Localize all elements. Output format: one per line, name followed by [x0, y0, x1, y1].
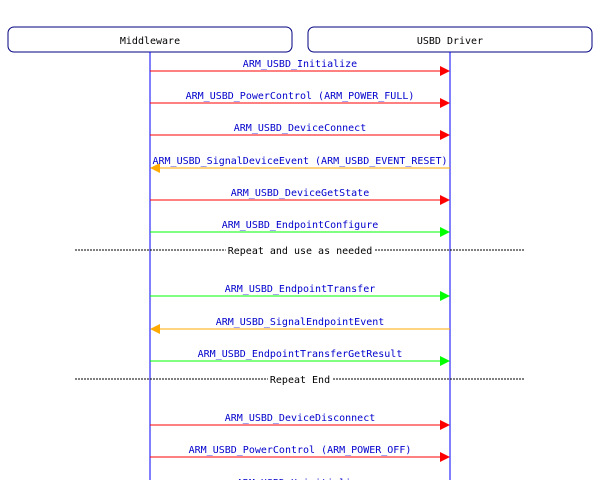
message-label: ARM_USBD_PowerControl (ARM_POWER_FULL) — [186, 91, 415, 102]
message: ARM_USBD_SignalEndpointEvent — [150, 317, 450, 334]
participant-driver: USBD Driver — [307, 26, 593, 53]
message-arrowhead — [440, 195, 450, 205]
message: ARM_USBD_EndpointTransfer — [150, 284, 450, 301]
participant-middleware: Middleware — [7, 26, 293, 53]
message-label: ARM_USBD_EndpointTransfer — [225, 284, 376, 295]
message-label: ARM_USBD_SignalEndpointEvent — [216, 317, 385, 328]
repeat-separator: Repeat and use as needed — [75, 246, 525, 257]
message-label: ARM_USBD_Initialize — [243, 59, 357, 70]
message-label: ARM_USBD_DeviceDisconnect — [225, 413, 376, 424]
message: ARM_USBD_Uninitialize — [237, 478, 363, 480]
separator-label-bg — [225, 246, 375, 257]
message-arrowhead — [440, 98, 450, 108]
message-label: ARM_USBD_SignalDeviceEvent (ARM_USBD_EVE… — [152, 156, 447, 167]
message-label: ARM_USBD_DeviceGetState — [231, 188, 369, 199]
message-arrowhead — [440, 452, 450, 462]
message-arrowhead — [440, 130, 450, 140]
separator-label: Repeat End — [270, 375, 330, 386]
message: ARM_USBD_EndpointTransferGetResult — [150, 349, 450, 366]
message-arrowhead — [150, 324, 160, 334]
message: ARM_USBD_DeviceConnect — [150, 123, 450, 140]
repeat-separator: Repeat End — [75, 375, 525, 386]
message: ARM_USBD_PowerControl (ARM_POWER_FULL) — [150, 91, 450, 108]
participant-driver-label: USBD Driver — [417, 36, 483, 47]
separator-label: Repeat and use as needed — [228, 246, 373, 257]
message-arrowhead — [440, 66, 450, 76]
separator-label-bg — [267, 375, 333, 386]
message: ARM_USBD_PowerControl (ARM_POWER_OFF) — [150, 445, 450, 462]
message-label: ARM_USBD_PowerControl (ARM_POWER_OFF) — [189, 445, 412, 456]
message: ARM_USBD_DeviceGetState — [150, 188, 450, 205]
message: ARM_USBD_SignalDeviceEvent (ARM_USBD_EVE… — [150, 156, 450, 173]
participant-middleware-label: Middleware — [120, 36, 180, 47]
message-arrowhead — [440, 420, 450, 430]
message-arrowhead — [150, 163, 160, 173]
message-label: ARM_USBD_DeviceConnect — [234, 123, 366, 134]
message: ARM_USBD_EndpointConfigure — [150, 220, 450, 237]
message-label: ARM_USBD_EndpointTransferGetResult — [198, 349, 403, 360]
message: ARM_USBD_DeviceDisconnect — [150, 413, 450, 430]
messages-group: ARM_USBD_InitializeARM_USBD_PowerControl… — [75, 59, 525, 480]
message-label: ARM_USBD_Uninitialize — [237, 478, 363, 480]
message-arrowhead — [440, 291, 450, 301]
message-arrowhead — [440, 356, 450, 366]
message-label: ARM_USBD_EndpointConfigure — [222, 220, 379, 231]
message-arrowhead — [440, 227, 450, 237]
message: ARM_USBD_Initialize — [150, 59, 450, 76]
